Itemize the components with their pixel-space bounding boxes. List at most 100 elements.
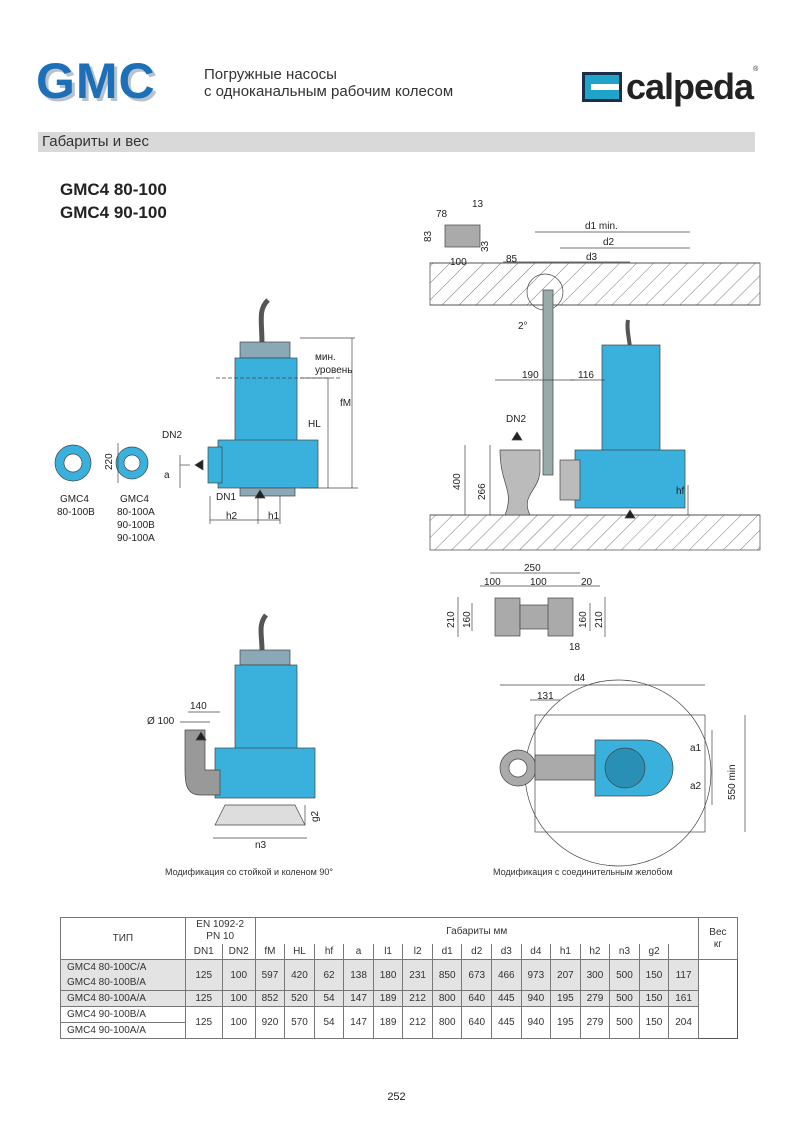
column-header-n3: n3 (609, 944, 640, 960)
cell-type: GMC4 80-100C/A (60, 959, 186, 975)
cell-h1: 195 (550, 1006, 581, 1039)
flange-label: 80-100A (117, 507, 155, 518)
cell-type: GMC4 80-100A/A (60, 990, 186, 1007)
cell-h2: 279 (579, 990, 611, 1007)
label-100: 100 (450, 257, 467, 268)
header-type: ТИП (60, 917, 186, 960)
label-DN2: DN2 (162, 430, 182, 441)
cell-a: 147 (343, 1006, 374, 1039)
page-number: 252 (387, 1091, 406, 1103)
column-header-a: a (343, 944, 374, 960)
column-header-d3: d3 (491, 944, 522, 960)
cell-d4: 973 (520, 959, 552, 991)
model-title: GMC4 80-100 (60, 180, 167, 199)
label-HL: HL (308, 419, 321, 430)
column-header-hl: HL (284, 944, 315, 960)
column-header-g2: g2 (638, 944, 670, 960)
cell-h1: 195 (550, 990, 581, 1007)
cell-n3: 500 (609, 1006, 640, 1039)
cell-l1: 189 (372, 990, 404, 1007)
label-78: 78 (436, 209, 448, 220)
cell-fm: 920 (254, 1006, 286, 1039)
label-250: 250 (524, 563, 541, 574)
cell-hl: 570 (284, 1006, 315, 1039)
label-190: 190 (522, 370, 539, 381)
cell-l2: 212 (402, 990, 433, 1007)
cell-dn2: 100 (221, 959, 256, 991)
cell-dn1: 125 (184, 1006, 223, 1039)
label-220: 220 (104, 453, 115, 470)
cell-n3: 500 (609, 959, 640, 991)
flange-label: GMC4 (120, 494, 149, 505)
installation-drawing (429, 224, 761, 551)
label-85: 85 (506, 254, 518, 265)
cell-d4: 940 (520, 1006, 552, 1039)
section-title: Габариты и вес (38, 132, 755, 152)
cell-weight: 117 (668, 959, 699, 991)
label-fM: fM (340, 398, 351, 409)
flange-label: 80-100B (57, 507, 95, 518)
label-131: 131 (537, 691, 554, 702)
column-header-d1: d1 (431, 944, 463, 960)
pump-main-drawing (179, 298, 358, 524)
label-min-level: уровень (315, 365, 353, 376)
cell-hf: 62 (313, 959, 345, 991)
label-d4: d4 (574, 673, 586, 684)
cell-hf: 54 (313, 990, 345, 1007)
cell-h1: 207 (550, 959, 581, 991)
gmc-logo: GMC (36, 53, 156, 109)
column-header-d4: d4 (520, 944, 552, 960)
cell-l1: 180 (372, 959, 404, 991)
cell-d1: 800 (431, 1006, 463, 1039)
label-hf: hf (676, 486, 685, 497)
cell-d1: 850 (431, 959, 463, 991)
flange-label: 90-100B (117, 520, 155, 531)
cell-type: GMC4 80-100B/A (60, 975, 186, 991)
model-titles: GMC4 80-100 GMC4 90-100 (60, 178, 167, 224)
label-min-level: мин. (315, 352, 336, 363)
column-header-l2: l2 (402, 944, 433, 960)
flange-side-views (54, 443, 149, 483)
cell-d3: 445 (491, 990, 522, 1007)
table-row: GMC4 90-100A/A (60, 1022, 738, 1039)
flange-label: 90-100A (117, 533, 155, 544)
elbow-pump-drawing (180, 613, 316, 839)
label-140: 140 (190, 701, 207, 712)
cell-fm: 852 (254, 990, 286, 1007)
flange-plan-drawing (457, 572, 606, 637)
cell-l2: 231 (402, 959, 433, 991)
column-header-dn1: DN1 (184, 944, 223, 960)
subtitle-line-2: с одноканальным рабочим колесом (204, 83, 454, 100)
label-13: 13 (472, 199, 484, 210)
flange-label: GMC4 (60, 494, 89, 505)
column-header-hf: hf (313, 944, 345, 960)
calpeda-wordmark: calpeda (626, 66, 754, 107)
cell-dn2: 100 (221, 1006, 256, 1039)
calpeda-logo: calpeda ® (582, 66, 758, 108)
cell-dn1: 125 (184, 990, 223, 1007)
subtitle: Погружные насосы с одноканальным рабочим… (204, 66, 453, 100)
cell-weight: 161 (668, 990, 699, 1007)
label-100: 100 (484, 577, 501, 588)
cell-g2: 150 (638, 990, 670, 1007)
weight-unit: кг (713, 938, 722, 950)
label-33: 33 (480, 240, 491, 252)
cell-d2: 640 (461, 990, 493, 1007)
cell-d2: 673 (461, 959, 493, 991)
cell-n3: 500 (609, 990, 640, 1007)
cell-g2: 150 (638, 959, 670, 991)
label-210: 210 (446, 611, 457, 628)
cell-fm: 597 (254, 959, 286, 991)
label-266: 266 (477, 483, 488, 500)
label-20: 20 (581, 577, 593, 588)
cell-d3: 445 (491, 1006, 522, 1039)
label-83: 83 (423, 230, 434, 242)
cell-h2: 279 (579, 1006, 611, 1039)
